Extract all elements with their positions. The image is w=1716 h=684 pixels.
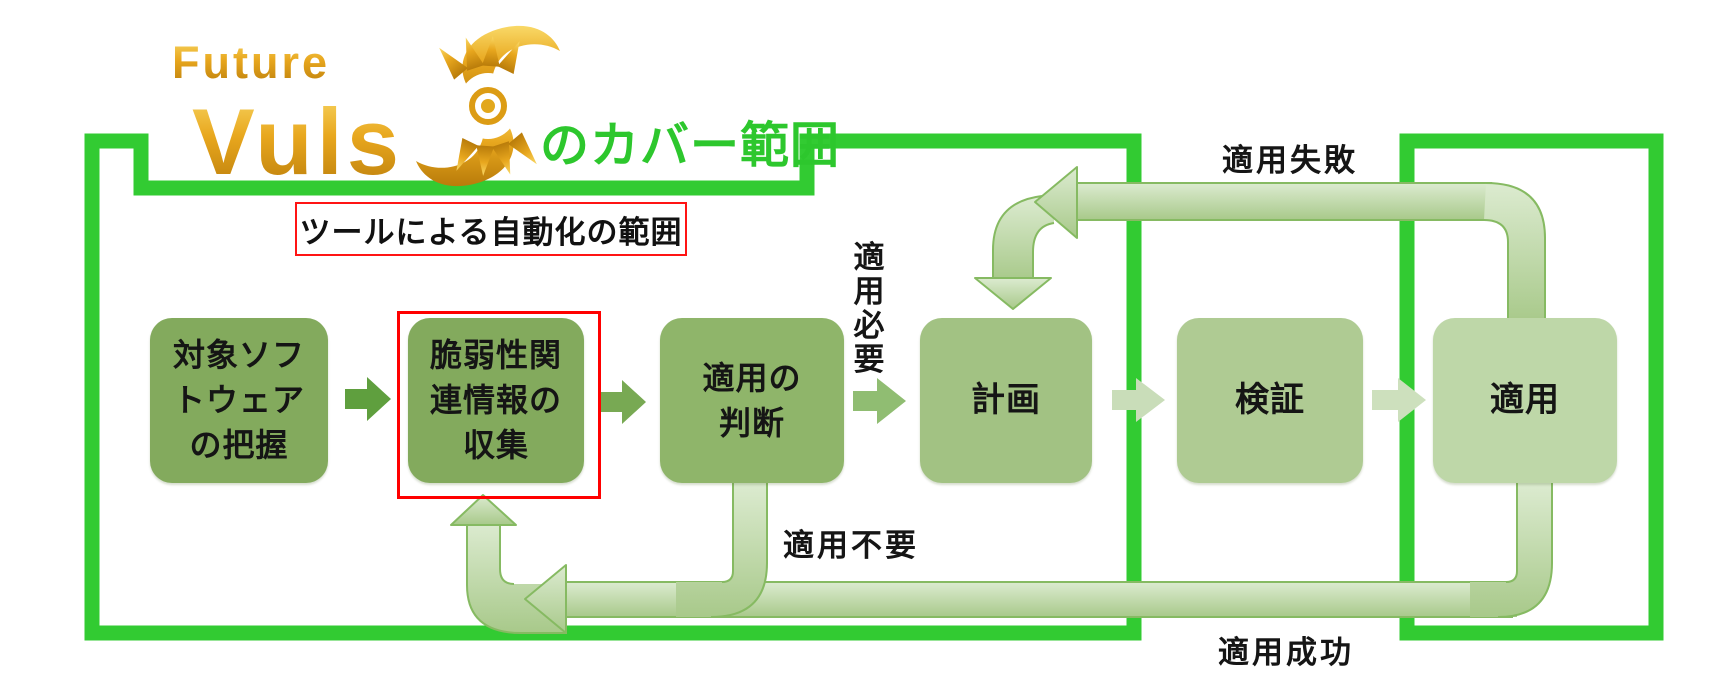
step-plan: 計画	[920, 318, 1092, 483]
coverage-title: のカバー範囲	[540, 119, 841, 173]
apply-failed-elbow-edges	[1483, 182, 1546, 323]
apply-success-label: 適用成功	[1218, 635, 1354, 670]
step-arrow-1-icon	[345, 377, 391, 421]
apply-failed-feedback-arrow	[974, 166, 1546, 323]
return-up-curve-edges	[466, 523, 567, 634]
apply-failed-down-arrowhead-icon	[974, 277, 1052, 310]
step-label: 適用	[1490, 381, 1560, 419]
step-label: 対象ソフ トウェア の把握	[172, 337, 305, 463]
step-label: 適用の 判断	[702, 359, 802, 441]
logo-brand-line2: Vuls	[192, 89, 403, 194]
apply-down-elbow	[1470, 483, 1552, 617]
return-up-arrowhead-icon	[450, 494, 517, 526]
eye-lashes	[439, 36, 537, 176]
apply-failed-left-arrowhead-icon	[1034, 166, 1078, 239]
step-apply: 適用	[1433, 318, 1617, 483]
step-collect-vulnerability-info: 脆弱性関 連情報の 収集	[408, 318, 584, 483]
step-verify: 検証	[1177, 318, 1363, 483]
collect-step-red-highlight	[397, 311, 601, 499]
apply-return-feedback-arrow	[450, 483, 1553, 634]
step-arrow-3-icon	[853, 378, 906, 424]
futurevuls-logo: Future Vuls	[172, 25, 560, 194]
judge-down-elbow-edges	[710, 483, 768, 618]
apply-failed-down-curve	[993, 196, 1054, 281]
step-judge-application: 適用の 判断	[660, 318, 844, 483]
step-arrow-4-icon	[1112, 378, 1165, 422]
apply-failed-band-edges	[1068, 182, 1492, 221]
step-arrow-5-icon	[1372, 378, 1426, 422]
eye-pupil	[481, 99, 495, 113]
return-left-arrowhead-icon	[524, 564, 567, 634]
step-label: 計画	[971, 381, 1041, 419]
apply-failed-label: 適用失敗	[1222, 143, 1358, 178]
automation-scope-label-box: ツールによる自動化の範囲	[295, 202, 687, 256]
step-arrow-2-icon	[600, 380, 646, 424]
apply-down-elbow-edges	[1497, 483, 1553, 618]
step-grasp-target-software: 対象ソフ トウェア の把握	[150, 318, 328, 483]
apply-failed-down-curve-edges	[992, 195, 1055, 281]
logo-brand-line1: Future	[172, 37, 330, 88]
gold-eye-swirl-icon	[416, 25, 560, 187]
step-label: 脆弱性関 連情報の 収集	[429, 337, 562, 463]
apply-failed-band	[1068, 183, 1492, 220]
apply-needed-label: 適用必要	[853, 240, 885, 377]
apply-unnecessary-label: 適用不要	[783, 528, 919, 563]
judge-down-elbow	[676, 483, 767, 617]
apply-failed-elbow	[1484, 183, 1545, 323]
tool-scope-container-border	[84, 133, 1142, 641]
step-label: 検証	[1235, 381, 1305, 419]
automation-scope-label: ツールによる自動化の範囲	[299, 214, 683, 250]
